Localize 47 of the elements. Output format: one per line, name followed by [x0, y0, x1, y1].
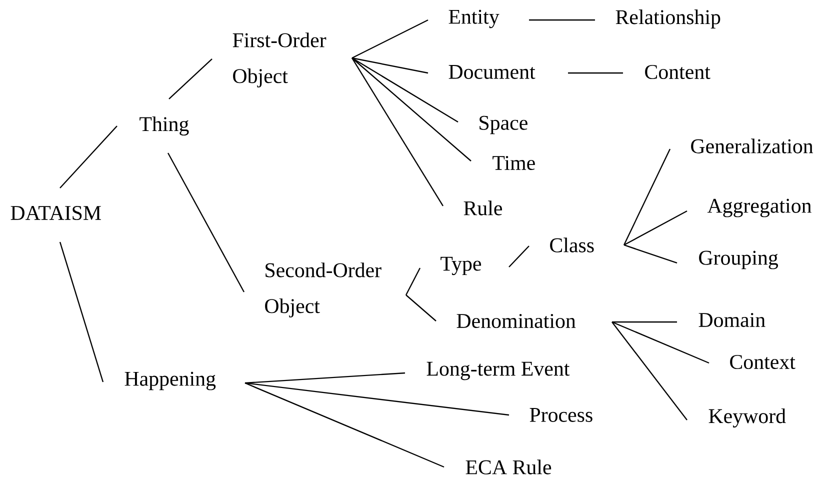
node-label: Rule: [464, 200, 502, 216]
node-label: Happening: [124, 372, 216, 390]
connector-line: [244, 372, 406, 384]
connector-line: [352, 57, 428, 74]
node-label: Space: [480, 116, 528, 134]
node-label: Aggregation: [707, 198, 812, 218]
connector-line: [352, 57, 458, 122]
node-label: Grouping: [699, 250, 778, 270]
connector-line: [244, 382, 444, 468]
connector-line: [406, 294, 436, 322]
node-label: Type: [440, 256, 482, 276]
connector-line: [624, 210, 688, 246]
connector-line: [352, 19, 428, 59]
connector-line: [623, 148, 671, 246]
connector-line: [168, 58, 212, 100]
connector-line: [612, 322, 688, 420]
node-label: Time: [492, 156, 535, 170]
node-label: Entity: [448, 10, 500, 28]
node-label: DATAISM: [10, 206, 101, 220]
connector-line: [508, 246, 530, 268]
connector-line: [405, 268, 421, 296]
node-label: Content: [645, 64, 710, 80]
connector-line: [529, 19, 595, 21]
connector-line: [60, 126, 118, 188]
node-label: Class: [550, 238, 594, 252]
node-label: Thing: [140, 116, 189, 136]
connector-line: [59, 242, 104, 382]
node-label: ECA Rule: [466, 460, 552, 474]
connector-line: [167, 152, 245, 292]
node-label: Keyword: [708, 408, 786, 428]
connector-line: [612, 321, 710, 364]
node-label: Long-term Event: [426, 362, 570, 380]
connector-line: [624, 244, 678, 264]
node-label: Context: [730, 354, 796, 370]
node-label: Generalization: [691, 138, 814, 154]
connector-line: [568, 72, 623, 74]
connector-line: [612, 321, 677, 323]
node-label: Document: [448, 65, 536, 79]
connector-line: [352, 58, 444, 206]
node-label: Process: [530, 408, 592, 422]
node-label: Denomination: [456, 314, 576, 328]
connector-line: [244, 382, 510, 416]
node-label: Relationship: [616, 10, 720, 28]
connector-line: [352, 58, 472, 162]
node-label: Second-Order Object: [265, 262, 382, 318]
node-label: First-Order Object: [232, 32, 326, 88]
node-label: Domain: [698, 312, 766, 328]
